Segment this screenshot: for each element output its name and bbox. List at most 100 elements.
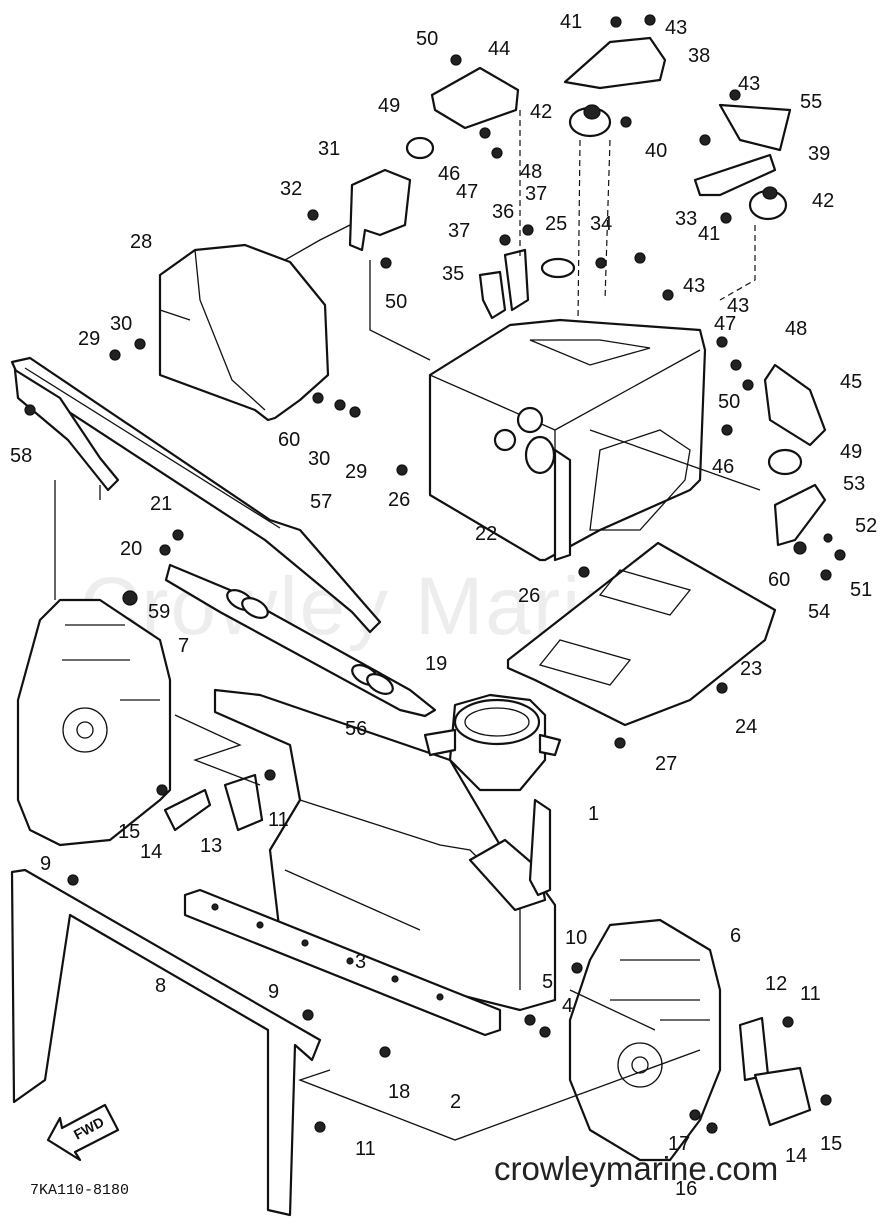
callout-57: 57: [310, 491, 332, 513]
part-brackets-12-14: [738, 1016, 812, 1127]
part-bracket-45: [763, 363, 827, 447]
callout-41: 41: [560, 11, 582, 33]
callout-53: 53: [843, 473, 865, 495]
part-bracket-53: [773, 483, 827, 547]
callout-18: 18: [388, 1081, 410, 1103]
callout-26: 26: [388, 489, 410, 511]
callout-30: 30: [308, 448, 330, 470]
callout-9: 9: [40, 853, 51, 875]
part-bracket-39: [693, 153, 777, 197]
callout-34: 34: [590, 213, 612, 235]
callout-42: 42: [812, 190, 834, 212]
callout-60: 60: [278, 429, 300, 451]
callout-11: 11: [268, 809, 289, 831]
callout-43: 43: [738, 73, 760, 95]
callout-21: 21: [150, 493, 172, 515]
fwd-arrow-icon: FWD: [46, 1103, 120, 1162]
callout-6: 6: [730, 925, 741, 947]
callout-11: 11: [800, 983, 821, 1005]
callout-46: 46: [438, 163, 460, 185]
callout-40: 40: [645, 140, 667, 162]
callout-49: 49: [378, 95, 400, 117]
part-rod-57: [10, 356, 382, 634]
callout-2: 2: [450, 1091, 461, 1113]
callout-49: 49: [840, 441, 862, 463]
part-mount-49a: [405, 136, 435, 160]
callout-labels: 1234567899101111111213141415151617181920…: [10, 11, 877, 1200]
part-mount-42a: [568, 104, 612, 138]
part-scraper-3: [183, 888, 502, 1037]
callout-54: 54: [808, 601, 830, 623]
callout-1: 1: [588, 803, 599, 825]
callout-26: 26: [518, 585, 540, 607]
part-front-panel-8: [10, 868, 322, 1217]
callout-24: 24: [735, 716, 757, 738]
callout-37: 37: [448, 220, 470, 242]
callout-15: 15: [820, 1133, 842, 1155]
callout-43: 43: [665, 17, 687, 39]
part-mount-49b: [767, 448, 803, 476]
callout-47: 47: [456, 181, 478, 203]
callout-45: 45: [840, 371, 862, 393]
callout-5: 5: [542, 971, 553, 993]
callout-19: 19: [425, 653, 447, 675]
callout-11: 11: [355, 1138, 376, 1160]
callout-20: 20: [120, 538, 142, 560]
callout-29: 29: [345, 461, 367, 483]
callout-28: 28: [130, 231, 152, 253]
part-mount-42b: [748, 186, 788, 221]
part-shaft-19: [164, 563, 437, 718]
part-cover: [158, 243, 330, 422]
part-side-plate-7: [16, 598, 172, 847]
callout-33: 33: [675, 208, 697, 230]
drawing-code: 7KA110-8180: [30, 1182, 130, 1199]
callout-39: 39: [808, 143, 830, 165]
callout-44: 44: [488, 38, 510, 60]
callout-46: 46: [712, 456, 734, 478]
callout-37: 37: [525, 183, 547, 205]
callout-7: 7: [178, 635, 189, 657]
callout-48: 48: [520, 161, 542, 183]
callout-55: 55: [800, 91, 822, 113]
part-side-plate-6: [568, 918, 722, 1162]
callout-60: 60: [768, 569, 790, 591]
part-bracket-31: [348, 168, 412, 252]
callout-25: 25: [545, 213, 567, 235]
callout-16: 16: [675, 1178, 697, 1200]
callout-47: 47: [714, 313, 736, 335]
footer-url: crowleymarine.com: [494, 1150, 779, 1187]
callout-14: 14: [140, 841, 162, 863]
callout-30: 30: [110, 313, 132, 335]
callout-58: 58: [10, 445, 32, 467]
part-bracket-44: [430, 66, 520, 130]
assembly-lines: [54, 110, 761, 1141]
callout-43: 43: [727, 295, 749, 317]
callout-50: 50: [385, 291, 407, 313]
part-brackets-13-14: [163, 773, 264, 832]
part-cap-25: [540, 257, 576, 279]
callout-3: 3: [355, 951, 366, 973]
part-main-frame-22: [428, 318, 707, 562]
callout-14: 14: [785, 1145, 807, 1167]
callout-27: 27: [655, 753, 677, 775]
callout-23: 23: [740, 658, 762, 680]
callout-4: 4: [562, 995, 573, 1017]
callout-31: 31: [318, 138, 340, 160]
part-bracket-55: [718, 103, 792, 152]
part-chute-base-1: [423, 693, 562, 897]
callout-12: 12: [765, 973, 787, 995]
part-bracket-38: [563, 36, 667, 90]
callout-59: 59: [148, 601, 170, 623]
callout-42: 42: [530, 101, 552, 123]
callout-22: 22: [475, 523, 497, 545]
callout-48: 48: [785, 318, 807, 340]
callout-9: 9: [268, 981, 279, 1003]
callout-50: 50: [416, 28, 438, 50]
callout-32: 32: [280, 178, 302, 200]
callout-13: 13: [200, 835, 222, 857]
part-bracket-35: [478, 270, 507, 320]
callout-10: 10: [565, 927, 587, 949]
callout-52: 52: [855, 515, 877, 537]
part-bracket-36: [503, 248, 530, 312]
